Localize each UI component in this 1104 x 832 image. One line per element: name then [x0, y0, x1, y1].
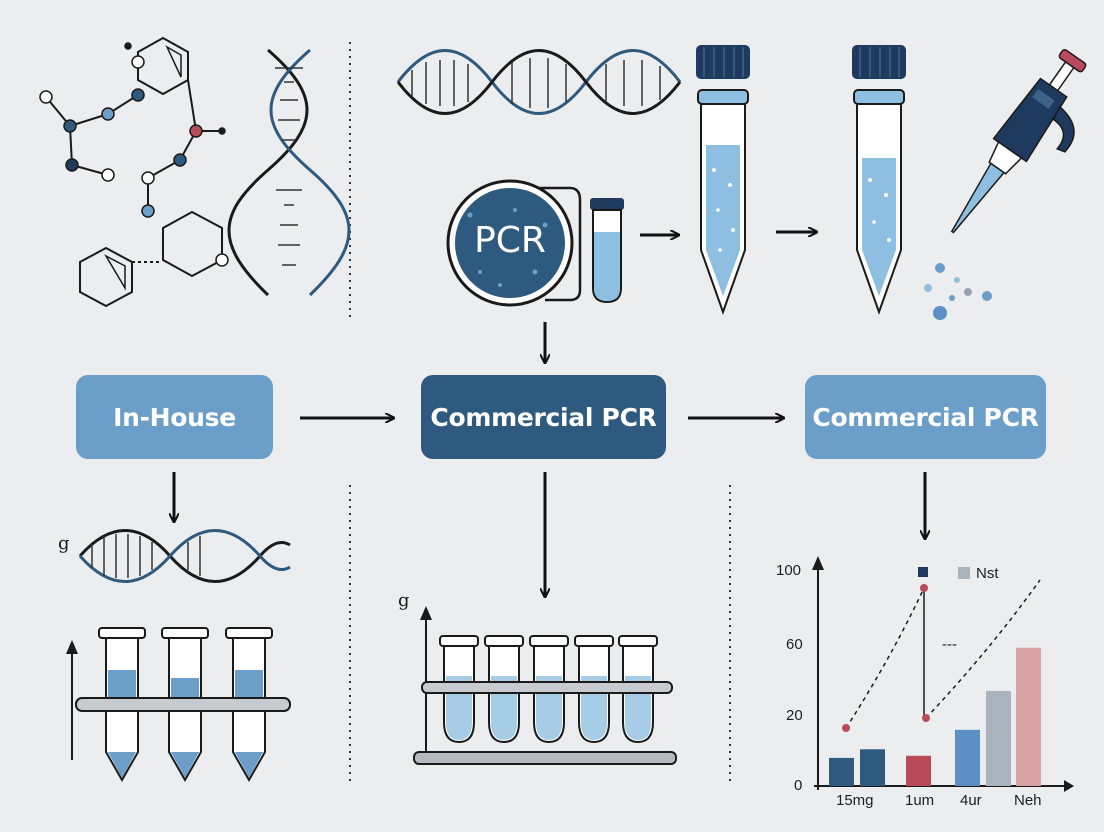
dash-mark: --- — [942, 636, 957, 653]
x-tick-label: Neh — [1014, 792, 1042, 809]
commercial-pcr-label: Commercial PCR — [812, 402, 1039, 432]
chart-bar — [955, 729, 980, 786]
chart-bar — [829, 757, 854, 786]
dotted-separators — [349, 42, 731, 785]
left-tube-rack — [66, 627, 291, 783]
legend-swatch-grey — [958, 567, 970, 579]
flow-arrows — [174, 232, 925, 596]
bar-chart — [812, 556, 1074, 792]
center-axis-mark: g — [398, 590, 410, 611]
dna-helix-bottom-icon — [78, 529, 291, 583]
dna-helix-vertical-icon — [227, 48, 351, 297]
small-tube-icon — [590, 198, 624, 304]
y-tick-label: 100 — [776, 562, 802, 579]
center-tube-rack — [413, 606, 677, 765]
centrifuge-tube-2-icon — [852, 45, 906, 315]
commercial-pcr-box-center[interactable]: Commercial PCR — [421, 375, 666, 459]
droplets — [924, 263, 992, 320]
in-house-box[interactable]: In-House — [76, 375, 273, 459]
trend-lines — [845, 579, 1041, 729]
x-axis-arrow — [1064, 780, 1074, 792]
in-house-label: In-House — [113, 402, 236, 432]
y-tick-label: 0 — [794, 777, 803, 794]
chart-bar — [986, 690, 1011, 786]
x-tick-label: 4ur — [960, 792, 982, 809]
data-marker — [842, 724, 850, 732]
y-tick-label: 60 — [786, 636, 803, 653]
pipette-icon — [950, 49, 1087, 234]
chart-bar — [906, 755, 931, 786]
y-tick-label: 20 — [786, 707, 803, 724]
left-axis-mark: g — [58, 533, 70, 554]
x-tick-label: 15mg — [836, 792, 874, 809]
x-tick-label: 1um — [905, 792, 935, 809]
chart-bar — [1016, 647, 1041, 786]
legend-swatch-dark — [918, 567, 928, 577]
data-marker — [922, 714, 930, 722]
dna-helix-horizontal-icon — [396, 49, 682, 115]
y-axis-arrow — [812, 556, 824, 570]
commercial-pcr-label: Commercial PCR — [430, 402, 657, 432]
legend-label: Nst — [976, 565, 999, 582]
molecule-icon — [45, 36, 223, 308]
data-marker — [920, 584, 928, 592]
pcr-machine-icon — [446, 179, 582, 307]
pcr-badge-label: PCR — [474, 220, 546, 261]
commercial-pcr-box-right[interactable]: Commercial PCR — [805, 375, 1046, 459]
chart-bar — [860, 749, 885, 786]
centrifuge-tube-1-icon — [696, 45, 750, 315]
molecule-atoms — [39, 42, 229, 267]
